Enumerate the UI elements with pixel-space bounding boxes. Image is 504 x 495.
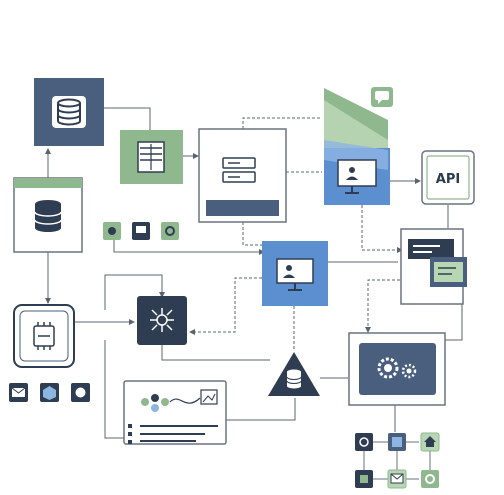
small-icon-tile-1 (103, 222, 121, 240)
grid-tile-1 (355, 433, 373, 451)
database-node-top (34, 78, 104, 146)
chat-bubble-badge (371, 87, 393, 107)
chip-icon (360, 475, 368, 483)
target-icon (359, 437, 369, 447)
message-window-icon (408, 239, 467, 287)
cube-tile (40, 383, 59, 402)
monitor-user-icon (276, 258, 314, 291)
cube-icon (392, 437, 402, 447)
api-node: API (421, 150, 475, 205)
chat-bubble-icon (375, 91, 389, 104)
settings-icon (165, 226, 175, 236)
chart-icon (141, 389, 218, 412)
gear-panel-node (348, 332, 446, 406)
connector-lines (45, 107, 463, 439)
grid-tile-5 (387, 469, 407, 489)
grid-tile-4 (355, 470, 373, 488)
chip-node (13, 304, 75, 368)
monitor-node-middle (262, 241, 328, 306)
bottom-icon-grid (355, 432, 440, 489)
grid-tile-6 (421, 470, 439, 488)
database-node-main (13, 177, 83, 253)
monitor-icon (136, 226, 146, 233)
document-card-node (123, 380, 227, 445)
database-icon (286, 369, 302, 389)
home-icon (424, 436, 436, 447)
database-icon (52, 96, 86, 128)
mail-tile (9, 383, 28, 402)
circuit-chip-icon (33, 322, 55, 350)
monitor-panel-node (324, 88, 390, 205)
shield-tile (71, 383, 90, 402)
server-node (120, 130, 183, 184)
ai-chip-node (137, 296, 187, 345)
small-icon-tile-3 (161, 222, 179, 240)
small-icon-tile-2 (132, 222, 150, 240)
cube-icon (43, 386, 56, 400)
database-icon (34, 200, 62, 232)
gear-icon (108, 227, 116, 235)
mail-icon (390, 473, 404, 484)
browser-window-icon (222, 157, 256, 183)
database-triangle-node (268, 352, 320, 396)
shield-icon (75, 387, 86, 398)
monitor-user-icon (337, 159, 377, 194)
browser-window-node (198, 128, 287, 223)
server-rack-icon (137, 141, 165, 173)
chart-icon (425, 474, 435, 484)
circuit-brain-icon (150, 308, 174, 332)
grid-tile-3 (420, 432, 440, 452)
chat-windows-node (400, 228, 467, 305)
api-label: API (436, 172, 460, 187)
document-lines (128, 424, 218, 444)
grid-tile-2 (388, 433, 406, 451)
gear-icon (377, 357, 417, 379)
mail-icon (11, 387, 26, 397)
